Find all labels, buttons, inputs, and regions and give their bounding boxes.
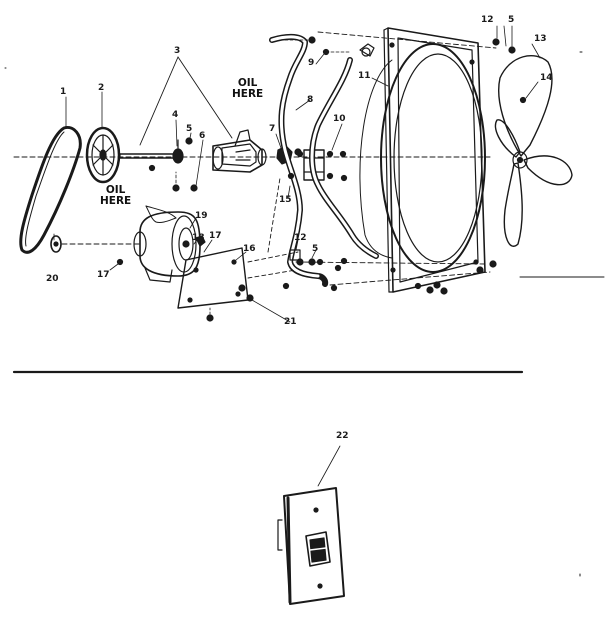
bearing-bracket <box>212 129 267 173</box>
callout-5-lower: 5 <box>312 244 319 254</box>
fan-shroud <box>359 27 486 293</box>
shaft-collar <box>148 137 198 192</box>
callout-1: 1 <box>60 87 67 97</box>
callout-4: 4 <box>172 110 179 120</box>
callout-9: 9 <box>308 58 315 68</box>
wall-switch-plate <box>277 487 345 605</box>
callout-3: 3 <box>174 46 181 56</box>
callout-7: 7 <box>269 124 276 134</box>
callout-6: 6 <box>199 131 206 141</box>
pulley <box>85 126 121 184</box>
callout-16: 16 <box>243 244 256 254</box>
callout-17-motor: 17 <box>209 231 222 241</box>
top-bolts <box>279 36 351 56</box>
top-mount-line <box>317 31 497 49</box>
lower-fasteners <box>282 249 324 290</box>
callout-17-left: 17 <box>97 270 110 280</box>
callout-15: 15 <box>279 195 292 205</box>
callout-20: 20 <box>46 274 59 284</box>
callout-22: 22 <box>336 431 349 441</box>
fan-blade <box>494 55 573 247</box>
support-bracket <box>287 149 348 182</box>
oil-top-line1: OIL <box>237 77 258 89</box>
shaft <box>119 153 176 159</box>
callout-19: 19 <box>195 211 208 221</box>
callout-12-lower: 12 <box>294 233 307 243</box>
callout-21: 21 <box>284 317 297 327</box>
callout-5-top: 5 <box>508 15 515 25</box>
callout-18: 18 <box>192 233 205 243</box>
callout-12-top: 12 <box>481 15 494 25</box>
callout-8: 8 <box>307 95 314 105</box>
shroud-bolts <box>330 38 516 295</box>
belt <box>19 125 82 254</box>
oil-pointer-left <box>145 205 177 219</box>
oil-left-line1: OIL <box>105 184 126 196</box>
callout-5-shaft: 5 <box>186 124 193 134</box>
callout-14: 14 <box>540 73 553 83</box>
small-pulley <box>50 235 62 253</box>
oil-left-line2: HERE <box>100 195 132 208</box>
callout-2: 2 <box>98 83 105 93</box>
motor-mount-plate <box>177 177 299 322</box>
oil-here-note-top: OIL HERE <box>232 77 264 101</box>
callout-11: 11 <box>358 71 371 81</box>
oil-top-line2: HERE <box>232 88 264 101</box>
callout-10: 10 <box>333 114 346 124</box>
bottom-mount-line <box>329 271 491 286</box>
oil-here-note-left: OIL HERE <box>100 184 132 208</box>
callout-13: 13 <box>534 34 547 44</box>
cross-brace-tube <box>309 43 379 259</box>
